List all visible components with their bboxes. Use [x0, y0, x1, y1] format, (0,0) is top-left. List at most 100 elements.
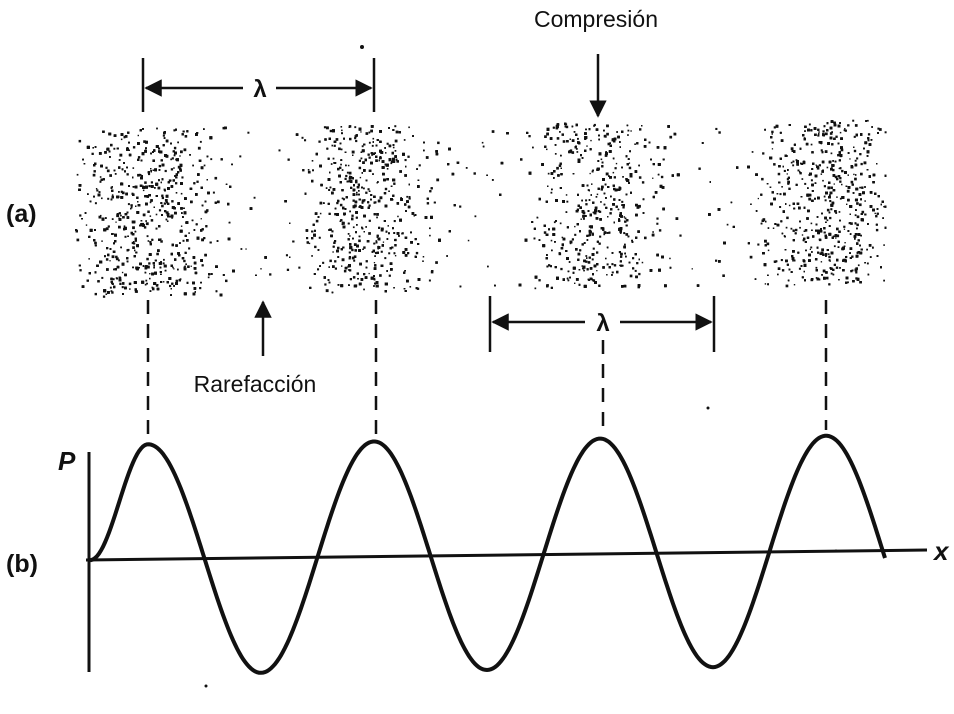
- stipple-dot: [652, 231, 654, 233]
- stipple-dot: [371, 144, 374, 147]
- stipple-dot: [790, 227, 793, 230]
- stipple-dot: [144, 149, 146, 152]
- stipple-dot: [641, 181, 645, 184]
- stipple-dot: [814, 258, 817, 261]
- stipple-dot: [415, 251, 419, 255]
- stipple-dot: [361, 145, 364, 148]
- stipple-dot: [656, 217, 659, 220]
- stipple-dot: [820, 173, 823, 175]
- stipple-dot: [144, 283, 147, 286]
- stipple-dot: [621, 200, 624, 203]
- stipple-dot: [600, 158, 603, 161]
- stipple-dot: [401, 233, 403, 235]
- stipple-dot: [101, 240, 103, 242]
- stipple-dot: [614, 167, 617, 170]
- stipple-dot: [836, 234, 840, 238]
- stipple-dot: [575, 148, 578, 150]
- stipple-dot: [491, 179, 494, 181]
- stipple-dot: [317, 268, 320, 271]
- stipple-dot: [394, 125, 397, 128]
- stipple-dot: [847, 152, 850, 154]
- stipple-dot: [140, 159, 143, 162]
- stipple-dot: [875, 215, 878, 218]
- stipple-dot: [363, 187, 365, 190]
- stipple-dot: [772, 227, 775, 229]
- stipple-dot: [467, 239, 470, 242]
- stipple-dot: [627, 134, 629, 136]
- stipple-dot: [158, 147, 161, 150]
- stipple-dot: [105, 293, 108, 295]
- stipple-dot: [324, 283, 327, 286]
- stipple-dot: [844, 242, 846, 244]
- stipple-dot: [801, 178, 804, 180]
- stipple-dot: [149, 215, 152, 217]
- stipple-dot: [722, 274, 725, 277]
- stipple-dot: [92, 173, 96, 177]
- stipple-dot: [365, 191, 368, 194]
- stipple-dot: [171, 216, 174, 219]
- stipple-dot: [144, 150, 147, 153]
- stipple-dot: [836, 196, 838, 198]
- stipple-dot: [491, 130, 495, 133]
- stipple-dot: [638, 176, 642, 179]
- stipple-dot: [163, 258, 165, 261]
- stipple-dot: [403, 139, 406, 141]
- stipple-dot: [329, 129, 333, 133]
- stipple-dot: [109, 286, 112, 289]
- stipple-dot: [175, 192, 178, 194]
- stipple-dot: [146, 235, 149, 238]
- stipple-dot: [771, 130, 774, 134]
- stipple-dot: [352, 276, 356, 279]
- stipple-dot: [76, 173, 79, 176]
- stipple-dot: [106, 169, 110, 173]
- stipple-dot: [410, 231, 412, 234]
- stipple-dot: [94, 292, 97, 296]
- stipple-dot: [137, 134, 139, 137]
- stipple-dot: [105, 166, 108, 169]
- stipple-dot: [606, 132, 609, 136]
- stipple-dot: [355, 139, 358, 143]
- stipple-dot: [634, 269, 637, 272]
- stipple-dot: [104, 151, 107, 154]
- stipple-dot: [691, 268, 693, 270]
- stipple-dot: [217, 200, 220, 204]
- stipple-dot: [596, 270, 598, 272]
- stipple-dot: [394, 139, 398, 143]
- stipple-dot: [76, 238, 80, 242]
- stipple-dot: [790, 147, 794, 151]
- stipple-dot: [302, 169, 305, 172]
- stipple-dot: [185, 263, 187, 266]
- stipple-dot: [611, 274, 613, 276]
- stipple-dot: [307, 169, 310, 171]
- stipple-dot: [145, 222, 149, 226]
- stipple-dot: [779, 193, 782, 196]
- stipple-dot: [553, 170, 556, 173]
- stipple-dot: [409, 286, 412, 288]
- stipple-dot: [844, 128, 846, 130]
- stipple-dot: [179, 155, 181, 157]
- stipple-dot: [98, 191, 101, 194]
- stipple-dot: [119, 282, 122, 285]
- stipple-dot: [858, 203, 862, 207]
- stipple-dot: [600, 188, 603, 191]
- stipple-dot: [828, 255, 831, 259]
- stipple-dot: [435, 261, 438, 264]
- stipple-dot: [869, 256, 872, 258]
- stipple-dot: [346, 171, 349, 174]
- pressure-density-band: [75, 119, 887, 298]
- stipple-dot: [332, 251, 334, 253]
- stipple-dot: [847, 281, 849, 284]
- stipple-dot: [365, 226, 367, 228]
- stipple-dot: [819, 230, 823, 233]
- stipple-dot: [363, 288, 365, 291]
- stipple-dot: [137, 173, 140, 177]
- stipple-dot: [199, 140, 202, 143]
- stipple-dot: [864, 200, 866, 202]
- stipple-dot: [98, 215, 102, 219]
- stipple-dot: [115, 257, 119, 261]
- stipple-dot: [801, 234, 804, 236]
- stipple-dot: [120, 214, 122, 217]
- stipple-dot: [130, 204, 133, 207]
- stipple-dot: [335, 138, 339, 141]
- stipple-dot: [785, 284, 789, 288]
